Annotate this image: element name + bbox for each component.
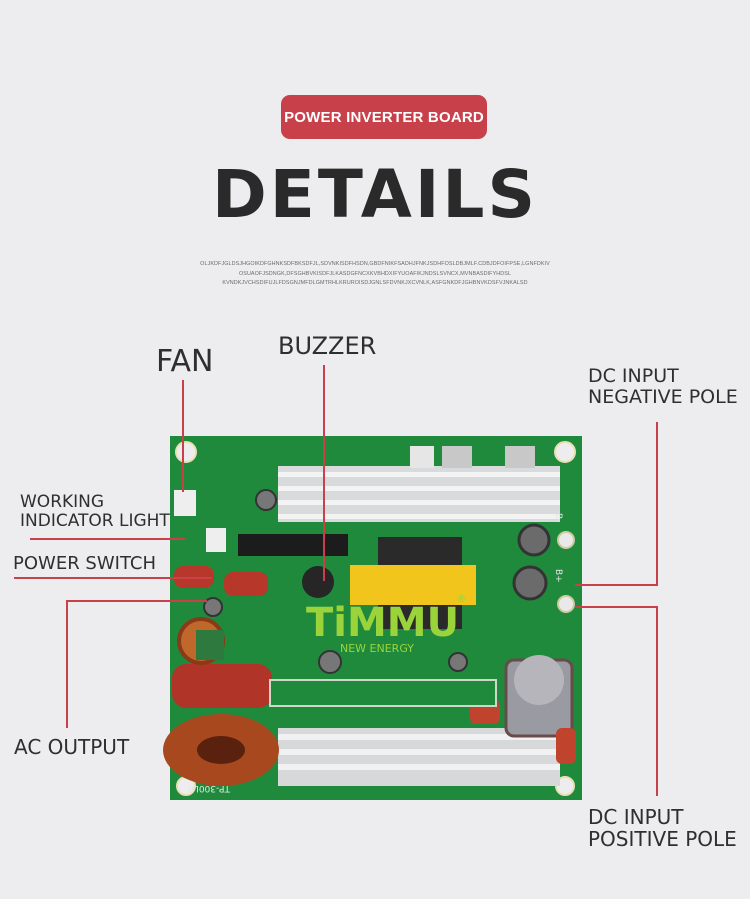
ac-output-callout-vertical <box>66 600 68 728</box>
film-capacitors <box>172 566 576 764</box>
ac-output-label: AC OUTPUT <box>14 735 130 759</box>
dc-positive-label-line-2: POSITIVE POLE <box>588 827 737 852</box>
board-logo: TiMMU <box>306 600 459 646</box>
indicator-connector <box>206 528 226 552</box>
working-indicator-label: WORKING INDICATOR LIGHT <box>20 492 170 532</box>
dc-positive-label-line-1: DC INPUT <box>588 805 684 829</box>
dc-negative-callout-horizontal <box>575 584 658 586</box>
dc-negative-label-line-1: DC INPUT <box>588 365 679 387</box>
pole-plus-marking: B+ <box>553 569 563 583</box>
working-indicator-label-line-1: WORKING <box>20 492 105 512</box>
dc-positive-callout-horizontal <box>575 606 658 608</box>
working-indicator-callout-line <box>30 538 185 540</box>
placeholder-text: OLJKDFJGLDSJHGOIKDFGHNKSDFBKSDFJL,SDVNKI… <box>170 260 580 289</box>
buzzer-callout-line <box>323 365 325 581</box>
power-switch-callout-line <box>14 577 212 579</box>
model-marking: TP-300LB <box>188 783 231 793</box>
placeholder-line-2: OSUAOFJSDNGK,DFSGHBVKISDFJLKASDGFNCXKVBH… <box>238 270 512 277</box>
bottom-heatsink <box>278 728 560 786</box>
fan-callout-line <box>182 380 184 492</box>
capacitors <box>203 489 574 738</box>
dc-negative-label-line-2: NEGATIVE POLE <box>588 386 738 409</box>
buzzer-component <box>302 566 334 598</box>
product-badge: POWER INVERTER BOARD <box>281 95 487 139</box>
power-switch-label: POWER SWITCH <box>13 553 156 574</box>
inductors <box>163 617 279 786</box>
pin-header <box>238 534 348 556</box>
buzzer-label: BUZZER <box>278 332 377 360</box>
pole-minus-marking: B- <box>553 513 563 522</box>
transformer <box>350 537 476 629</box>
working-indicator-label-line-2: INDICATOR LIGHT <box>20 511 170 532</box>
page-title: DETAILS <box>212 156 538 233</box>
dc-positive-label: DC INPUT POSITIVE POLE <box>588 806 737 851</box>
dc-negative-callout-vertical <box>656 422 658 586</box>
control-board <box>269 679 497 707</box>
fan-label: FAN <box>156 344 214 379</box>
dc-negative-label: DC INPUT NEGATIVE POLE <box>588 365 738 409</box>
placeholder-line-3: KVNDKJVCHSDIFUJLFDSGNJMFDLGMTRHLKRUROISD… <box>222 280 528 286</box>
top-heatsink <box>278 446 560 522</box>
dc-positive-callout-vertical <box>656 606 658 796</box>
registered-mark: ® <box>456 592 467 605</box>
ac-output-callout-horizontal <box>67 600 207 602</box>
board-logo-sub: NEW ENERGY <box>340 642 414 655</box>
placeholder-line-1: OLJKDFJGLDSJHGOIKDFGHNKSDFBKSDFJL,SDVNKI… <box>200 261 550 267</box>
fan-connector <box>174 490 196 516</box>
